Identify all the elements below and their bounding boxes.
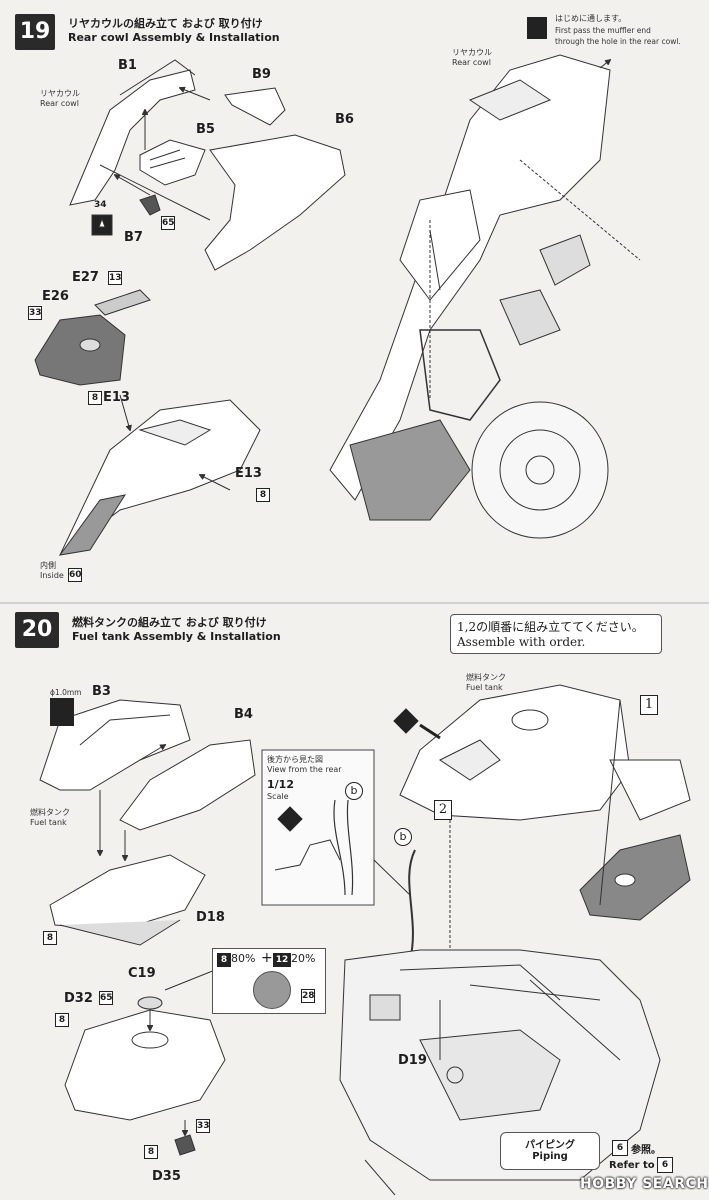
mix-color-12: 12 xyxy=(273,953,291,967)
color-badge-8-d32: 8 xyxy=(55,1013,69,1027)
scale-label: Scale xyxy=(267,792,289,801)
step-20-title-en: Fuel tank Assembly & Installation xyxy=(72,630,281,643)
fuel-cap-disc xyxy=(253,971,291,1009)
fuel-tank-label-jp: 燃料タンク xyxy=(30,808,70,817)
rear-cowl-right-en: Rear cowl xyxy=(452,58,491,67)
step-19-title-jp: リヤカウルの組み立て および 取り付け xyxy=(68,17,263,30)
piping-reference-box: パイピング Piping xyxy=(500,1132,600,1170)
inside-label-en: Inside xyxy=(40,571,64,580)
watermark: HOBBY SEARCH xyxy=(580,1176,709,1192)
label-b5: B5 xyxy=(196,122,215,137)
label-e27: E27 xyxy=(72,270,99,285)
step-20-number: 20 xyxy=(15,612,59,648)
drill-size-label: ϕ1.0mm xyxy=(50,688,82,697)
reference-jp: 参照。 xyxy=(631,1145,661,1156)
fuel-tank-right-en: Fuel tank xyxy=(466,683,503,692)
color-badge-8-d18: 8 xyxy=(43,931,57,945)
order-note-en: Assemble with order. xyxy=(457,635,586,649)
label-d35: D35 xyxy=(152,1169,181,1184)
step-marker-1: 1 xyxy=(640,695,658,715)
color-badge-65: 65 xyxy=(161,216,175,230)
mix-color-28: 28 xyxy=(301,989,315,1003)
inside-label-jp: 内側 xyxy=(40,561,56,570)
rear-cowl-right-jp: リヤカウル xyxy=(452,48,492,57)
piping-label-en: Piping xyxy=(532,1151,568,1162)
pipe-b-callout: b xyxy=(394,828,412,846)
order-note-box: 1,2の順番に組み立ててください。 Assemble with order. xyxy=(450,614,662,654)
step-marker-2: 2 xyxy=(434,800,452,820)
label-d32: D32 xyxy=(64,991,93,1006)
order-note-jp: 1,2の順番に組み立ててください。 xyxy=(457,620,644,634)
reference-step-6-en: 6 xyxy=(657,1157,673,1173)
piping-label-jp: パイピング xyxy=(525,1140,575,1151)
label-b3: B3 xyxy=(92,684,111,699)
mix-color-8: 8 xyxy=(217,953,231,967)
fuel-tank-right-jp: 燃料タンク xyxy=(466,673,506,682)
rear-cowl-label-jp: リヤカウル xyxy=(40,89,80,98)
label-b7: B7 xyxy=(124,230,143,245)
refer-to-label: Refer to xyxy=(609,1160,655,1171)
label-b6: B6 xyxy=(335,112,354,127)
label-b4: B4 xyxy=(234,707,253,722)
label-d19: D19 xyxy=(398,1053,427,1068)
note-en-line1: First pass the muffler end xyxy=(555,26,651,35)
step-19-number: 19 xyxy=(15,14,55,50)
color-badge-13: 13 xyxy=(108,271,122,285)
paint-mix-box: 8 80% + 12 20% 28 xyxy=(212,948,326,1014)
label-e13-lower: E13 xyxy=(235,466,262,481)
pipe-b-callout-inset: b xyxy=(345,782,363,800)
rear-cowl-label-en: Rear cowl xyxy=(40,99,79,108)
label-e13-upper: E13 xyxy=(103,390,130,405)
label-c19-upper: C19 xyxy=(128,966,156,981)
color-badge-34: 34 xyxy=(94,200,107,210)
color-badge-60: 60 xyxy=(68,568,82,582)
reference-step-6: 6 xyxy=(612,1140,628,1156)
step-19-title-en: Rear cowl Assembly & Installation xyxy=(68,31,280,44)
color-badge-8-upper: 8 xyxy=(88,391,102,405)
step-20-title-jp: 燃料タンクの組み立て および 取り付け xyxy=(72,616,267,629)
label-b9: B9 xyxy=(252,67,271,82)
mix-percent-80: 80% xyxy=(231,952,256,965)
color-badge-8-d35: 8 xyxy=(144,1145,158,1159)
note-icon xyxy=(527,17,547,39)
mix-plus: + xyxy=(261,950,273,966)
color-badge-33-d35: 33 xyxy=(196,1119,210,1133)
color-badge-33: 33 xyxy=(28,306,42,320)
color-badge-65-d32: 65 xyxy=(99,991,113,1005)
drill-icon xyxy=(50,698,74,726)
rear-view-title-en: View from the rear xyxy=(267,765,342,774)
scale-value: 1/12 xyxy=(267,778,294,791)
color-badge-8-lower: 8 xyxy=(256,488,270,502)
label-e26: E26 xyxy=(42,289,69,304)
rear-view-title-jp: 後方から見た図 xyxy=(267,755,323,764)
fuel-tank-label-en: Fuel tank xyxy=(30,818,67,827)
note-jp: はじめに通します。 xyxy=(555,14,627,23)
note-en-line2: through the hole in the rear cowl. xyxy=(555,37,681,46)
mix-percent-20: 20% xyxy=(291,952,316,965)
label-b1: B1 xyxy=(118,58,137,73)
label-d18: D18 xyxy=(196,910,225,925)
